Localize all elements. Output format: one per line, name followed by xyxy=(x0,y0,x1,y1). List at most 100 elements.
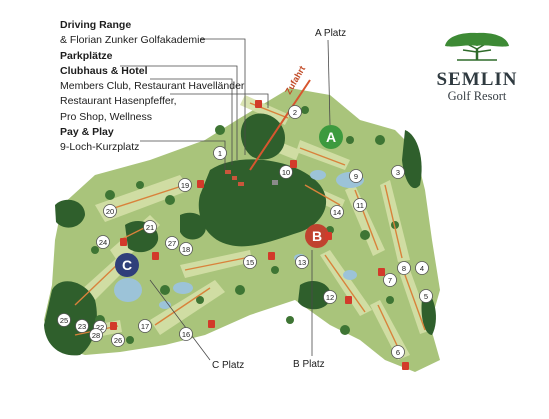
hole-marker-18[interactable]: 18 xyxy=(179,242,193,256)
flag-icon xyxy=(208,320,215,328)
hole-number: 24 xyxy=(99,238,107,247)
flag-icon xyxy=(378,268,385,276)
hole-marker-circle xyxy=(415,261,429,275)
hole-marker-circle xyxy=(111,333,125,347)
hole-number: 10 xyxy=(282,168,290,177)
hole-marker-circle xyxy=(288,105,302,119)
hole-marker-9[interactable]: 9 xyxy=(349,169,363,183)
hole-number: 28 xyxy=(92,331,100,340)
hole-number: 12 xyxy=(326,293,334,302)
c-platz-label: C Platz xyxy=(212,360,245,371)
hole-marker-5[interactable]: 5 xyxy=(419,289,433,303)
hole-marker-25[interactable]: 25 xyxy=(57,313,71,327)
hole-marker-17[interactable]: 17 xyxy=(138,319,152,333)
flag-icon xyxy=(197,180,204,188)
tree-clusters xyxy=(91,106,399,344)
hole-marker-14[interactable]: 14 xyxy=(330,205,344,219)
hole-marker-21[interactable]: 21 xyxy=(143,220,157,234)
legend-item: Restaurant Hasenpfeffer, xyxy=(60,95,177,108)
hole-marker-4[interactable]: 4 xyxy=(415,261,429,275)
hole-number: 26 xyxy=(114,336,122,345)
hole-number: 8 xyxy=(402,264,406,273)
hole-number: 13 xyxy=(298,258,306,267)
hole-marker-circle xyxy=(165,236,179,250)
leader-lines xyxy=(120,38,331,361)
legend-item: Driving Range xyxy=(60,19,132,31)
hole-marker-1[interactable]: 1 xyxy=(213,146,227,160)
hole-number: 9 xyxy=(354,172,358,181)
hole-marker-10[interactable]: 10 xyxy=(279,165,293,179)
hole-marker-circle xyxy=(243,255,257,269)
flag-icon xyxy=(268,252,275,260)
flag-markers xyxy=(110,100,409,370)
svg-text:B: B xyxy=(312,228,322,244)
hole-marker-6[interactable]: 6 xyxy=(391,345,405,359)
hole-marker-15[interactable]: 15 xyxy=(243,255,257,269)
legend-item: & Florian Zunker Golfakademie xyxy=(60,34,206,47)
hole-marker-7[interactable]: 7 xyxy=(383,273,397,287)
legend-item: Pay & Play xyxy=(60,126,114,139)
legend-item: Parkplätze xyxy=(60,49,113,62)
hole-number: 17 xyxy=(141,322,149,331)
hole-number: 23 xyxy=(78,322,86,331)
hole-marker-circle xyxy=(138,319,152,333)
flag-icon xyxy=(345,296,352,304)
hole-number: 14 xyxy=(333,208,341,217)
hole-marker-16[interactable]: 16 xyxy=(179,327,193,341)
hole-marker-circle xyxy=(279,165,293,179)
course-marker-b[interactable]: B xyxy=(305,224,329,248)
hole-marker-3[interactable]: 3 xyxy=(391,165,405,179)
flag-icon xyxy=(120,238,127,246)
hole-marker-circle xyxy=(178,178,192,192)
hole-marker-circle xyxy=(89,328,103,342)
hole-marker-circle xyxy=(143,220,157,234)
hole-marker-circle xyxy=(75,319,89,333)
hole-marker-circle xyxy=(103,204,117,218)
hole-marker-23[interactable]: 23 xyxy=(75,319,89,333)
hole-marker-19[interactable]: 19 xyxy=(178,178,192,192)
hole-number: 21 xyxy=(146,223,154,232)
legend-item: Members Club, Restaurant Havelländer xyxy=(60,80,245,93)
hole-marker-circle xyxy=(391,165,405,179)
a-platz-label: A Platz xyxy=(315,28,347,39)
hole-marker-28[interactable]: 28 xyxy=(89,328,103,342)
hole-marker-12[interactable]: 12 xyxy=(323,290,337,304)
hole-marker-circle xyxy=(383,273,397,287)
hole-marker-20[interactable]: 20 xyxy=(103,204,117,218)
hole-marker-8[interactable]: 8 xyxy=(397,261,411,275)
hole-marker-circle xyxy=(179,242,193,256)
hole-markers: 1234567891011121314151617181920212223242… xyxy=(57,105,433,359)
hole-number: 7 xyxy=(388,276,392,285)
svg-text:C: C xyxy=(122,257,132,273)
hole-marker-26[interactable]: 26 xyxy=(111,333,125,347)
hole-marker-circle xyxy=(353,198,367,212)
hole-marker-circle xyxy=(57,313,71,327)
b-platz-label: B Platz xyxy=(293,359,325,370)
hole-marker-circle xyxy=(323,290,337,304)
course-marker-a[interactable]: A xyxy=(319,125,343,149)
hole-marker-circle xyxy=(330,205,344,219)
hole-number: 22 xyxy=(96,323,104,332)
hole-number: 19 xyxy=(181,181,189,190)
svg-text:A: A xyxy=(326,129,336,145)
hole-marker-2[interactable]: 2 xyxy=(288,105,302,119)
flag-icon xyxy=(402,362,409,370)
hole-number: 2 xyxy=(293,108,297,117)
brand-name: SEMLIN xyxy=(436,69,518,90)
facility-legend: Driving Range & Florian Zunker Golfakadem… xyxy=(60,18,244,156)
hole-number: 16 xyxy=(182,330,190,339)
hole-marker-13[interactable]: 13 xyxy=(295,255,309,269)
hole-marker-circle xyxy=(179,327,193,341)
hole-number: 6 xyxy=(396,348,400,357)
course-marker-c[interactable]: C xyxy=(115,253,139,277)
tree-icon xyxy=(445,32,509,61)
hole-marker-11[interactable]: 11 xyxy=(353,198,367,212)
fairways xyxy=(70,95,432,360)
flag-icon xyxy=(325,232,332,240)
hole-marker-circle xyxy=(391,345,405,359)
hole-marker-circle xyxy=(397,261,411,275)
hole-marker-24[interactable]: 24 xyxy=(96,235,110,249)
hole-marker-27[interactable]: 27 xyxy=(165,236,179,250)
